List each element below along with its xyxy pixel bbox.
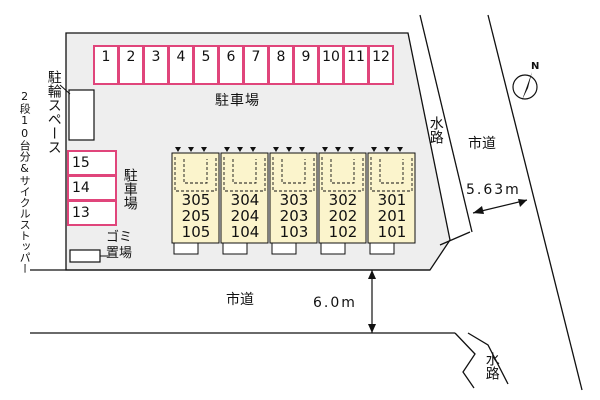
room-number: 202	[328, 207, 358, 225]
garbage-area-label: ゴミ置場	[106, 230, 133, 261]
entrance-arrow-icon	[273, 147, 279, 152]
building-4	[318, 147, 367, 255]
south-road-dimension	[368, 270, 376, 333]
building-3	[269, 147, 318, 255]
waterway-line-left	[419, 14, 473, 233]
room-number: 104	[230, 223, 260, 241]
room-number: 205	[181, 207, 211, 225]
entrance-arrow-icon	[322, 147, 328, 152]
south-waterway-line-2	[467, 332, 509, 385]
entrance-arrow-icon	[348, 147, 354, 152]
road-south-width: 6.0m	[313, 295, 357, 311]
parking-space-15: 15	[67, 150, 117, 176]
parking-space-5: 5	[193, 45, 219, 85]
room-number: 203	[279, 207, 309, 225]
parking-left-label: 駐車場	[121, 168, 138, 210]
north-arrow-icon	[512, 72, 538, 100]
parking-space-8: 8	[268, 45, 294, 85]
entrance-arrow-icon	[397, 147, 403, 152]
buildings	[171, 147, 416, 255]
entrance-arrow-icon	[237, 147, 243, 152]
east-road-edge	[487, 14, 583, 391]
road-east-width: 5.63m	[466, 182, 521, 198]
room-number: 103	[279, 223, 309, 241]
building-1	[171, 147, 220, 255]
entrance-arrow-icon	[371, 147, 377, 152]
bicycle-space-rect	[68, 89, 95, 141]
parking-space-3: 3	[143, 45, 169, 85]
room-number: 102	[328, 223, 358, 241]
road-south-label: 市道	[226, 292, 254, 308]
parking-top-label: 駐車場	[215, 93, 260, 109]
entrance-arrow-icon	[299, 147, 305, 152]
parking-space-1: 1	[93, 45, 119, 85]
entrance-arrow-icon	[224, 147, 230, 152]
parking-space-12: 12	[368, 45, 394, 85]
entrance-arrow-icon	[201, 147, 207, 152]
parking-space-10: 10	[318, 45, 344, 85]
garbage-area-rect	[69, 249, 101, 263]
parking-space-2: 2	[118, 45, 144, 85]
room-number: 101	[377, 223, 407, 241]
road-east-label: 市道	[468, 136, 496, 152]
parking-space-7: 7	[243, 45, 269, 85]
bicycle-leader-line	[59, 84, 71, 95]
building-5	[367, 147, 416, 255]
entrance-arrow-icon	[286, 147, 292, 152]
room-number: 204	[230, 207, 260, 225]
parking-space-11: 11	[343, 45, 369, 85]
east-road-dimension	[472, 199, 528, 214]
parking-space-14: 14	[67, 175, 117, 201]
parking-space-13: 13	[67, 200, 117, 226]
entrance-arrow-icon	[175, 147, 181, 152]
bicycle-space-note: 2段10台分&サイクルストッパー	[18, 90, 32, 274]
bicycle-space-label: 駐輪スペース	[45, 70, 62, 154]
building-2	[220, 147, 269, 255]
room-number: 201	[377, 207, 407, 225]
waterway-south-label: 水路	[483, 352, 500, 380]
waterway-east-label: 水路	[427, 116, 444, 144]
room-number: 105	[181, 223, 211, 241]
entrance-arrow-icon	[188, 147, 194, 152]
room-number: 302	[328, 191, 358, 209]
room-number: 304	[230, 191, 260, 209]
entrance-arrow-icon	[335, 147, 341, 152]
entrance-arrow-icon	[384, 147, 390, 152]
parking-space-9: 9	[293, 45, 319, 85]
room-number: 305	[181, 191, 211, 209]
parking-space-6: 6	[218, 45, 244, 85]
room-number: 303	[279, 191, 309, 209]
south-waterway-line	[454, 332, 476, 389]
waterway-line-right	[439, 231, 471, 246]
north-label: N	[531, 61, 540, 72]
parking-space-4: 4	[168, 45, 194, 85]
entrance-arrow-icon	[250, 147, 256, 152]
room-number: 301	[377, 191, 407, 209]
